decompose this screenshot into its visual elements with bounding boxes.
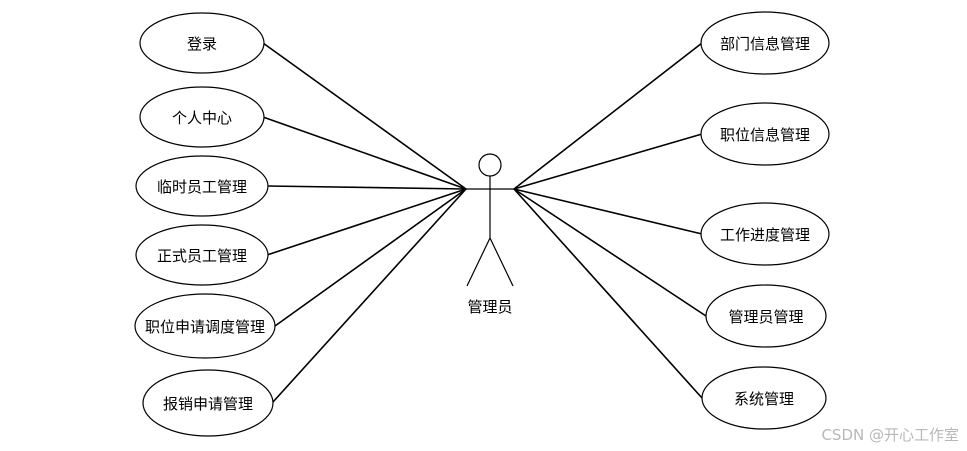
actor-admin: 管理员 <box>466 153 514 316</box>
association-line <box>266 188 467 256</box>
use-case-ellipse <box>700 11 830 75</box>
use-case-reimbursement: 报销申请管理 <box>142 369 274 437</box>
association-line <box>513 133 703 190</box>
use-case-label: 临时员工管理 <box>157 178 247 196</box>
use-case-label: 报销申请管理 <box>163 395 253 413</box>
use-case-temp-staff: 临时员工管理 <box>135 155 269 217</box>
use-case-ellipse <box>139 86 265 148</box>
use-case-position-dispatch: 职位申请调度管理 <box>134 293 276 359</box>
use-case-ellipse <box>134 293 276 359</box>
use-case-ellipse <box>705 284 827 348</box>
use-case-label: 管理员管理 <box>728 308 803 326</box>
use-case-label: 登录 <box>187 35 217 53</box>
use-case-label: 职位信息管理 <box>720 126 810 144</box>
use-case-work-progress: 工作进度管理 <box>700 202 830 266</box>
use-case-ellipse <box>701 366 827 430</box>
left-associations <box>262 42 467 403</box>
use-case-label: 正式员工管理 <box>157 247 247 265</box>
association-line <box>272 188 467 403</box>
use-case-system-management: 系统管理 <box>701 366 827 430</box>
use-case-ellipse <box>700 102 830 166</box>
association-line <box>274 188 467 327</box>
use-case-position-info: 职位信息管理 <box>700 102 830 166</box>
association-line <box>513 188 703 399</box>
use-case-label: 工作进度管理 <box>720 226 810 244</box>
actor-left-leg <box>466 237 491 287</box>
use-case-label: 系统管理 <box>734 390 794 408</box>
use-case-label: 个人中心 <box>172 109 232 127</box>
use-case-ellipse <box>135 224 269 286</box>
association-line <box>513 188 703 235</box>
use-case-ellipse <box>700 202 830 266</box>
use-case-regular-staff: 正式员工管理 <box>135 224 269 286</box>
actor-head <box>478 153 502 177</box>
use-case-ellipse <box>139 12 265 74</box>
use-case-label: 职位申请调度管理 <box>145 318 265 336</box>
use-case-label: 部门信息管理 <box>720 35 810 53</box>
use-case-personal-center: 个人中心 <box>139 86 265 148</box>
use-case-ellipse <box>142 369 274 437</box>
watermark: CSDN @开心工作室 <box>821 426 959 444</box>
use-case-department-info: 部门信息管理 <box>700 11 830 75</box>
actor-right-leg <box>489 237 514 287</box>
association-line <box>513 188 707 317</box>
use-case-admin-management: 管理员管理 <box>705 284 827 348</box>
use-case-ellipse <box>135 155 269 217</box>
right-associations <box>513 42 707 399</box>
actor-label: 管理员 <box>467 298 512 316</box>
association-line <box>262 116 467 190</box>
association-line <box>513 42 703 190</box>
use-case-login: 登录 <box>139 12 265 74</box>
association-line <box>262 42 467 190</box>
association-line <box>266 185 467 190</box>
